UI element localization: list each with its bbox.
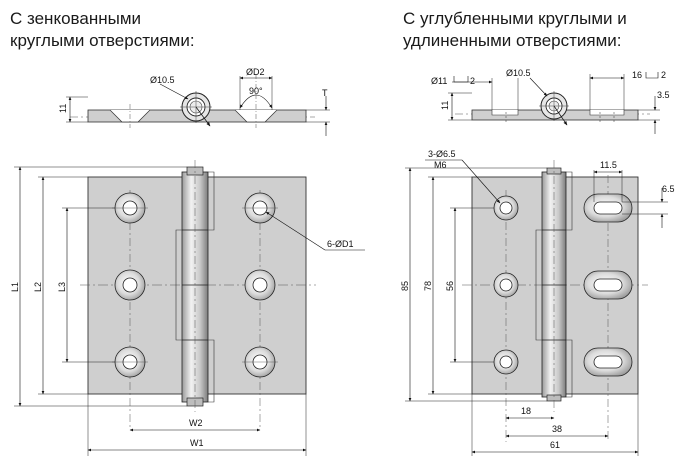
left-heading: С зенкованными круглыми отверстиями: [10, 8, 195, 52]
left-thickness-label: T [322, 88, 328, 98]
right-hole-3 [493, 349, 519, 375]
left-angle-label: 90° [249, 86, 263, 96]
left-front-view: 6-ØD1 L1 L2 L3 W2 W1 [10, 160, 365, 456]
right-front-view: 3-Ø6.5 M6 11.5 6.5 85 78 56 18 38 61 [400, 149, 675, 456]
right-thickness-label: 3.5 [657, 90, 670, 100]
right-heading-line1: С углубленными круглыми и [403, 9, 627, 28]
left-l1-label: L1 [10, 282, 20, 292]
right-height-label: 11 [440, 101, 450, 110]
left-w2-label: W2 [189, 418, 203, 428]
right-w61-label: 61 [550, 440, 560, 450]
right-holes-label: 3-Ø6.5 [428, 149, 456, 159]
right-slot-2 [583, 270, 633, 300]
right-slot-w-label: 6.5 [662, 184, 675, 194]
right-slot-cb-label: 16 [632, 70, 642, 80]
left-hole-5 [112, 346, 148, 378]
right-thread-label: M6 [434, 160, 447, 170]
right-slot-1 [583, 193, 633, 223]
right-hole-1 [493, 195, 519, 221]
right-h85-label: 85 [400, 281, 410, 291]
left-heading-line1: С зенкованными [10, 9, 142, 28]
left-hinge-knuckle [181, 171, 209, 403]
left-height-label: 11 [58, 104, 68, 113]
right-hole-2 [493, 272, 519, 298]
left-hole-1 [112, 192, 148, 224]
right-cb-dia-label: Ø11 [431, 76, 447, 86]
right-slot-depth-label: 2 [661, 70, 666, 80]
right-w18-label: 18 [521, 406, 531, 416]
left-hole-6 [242, 346, 278, 378]
right-h78-label: 78 [423, 281, 433, 291]
left-heading-line2: круглыми отверстиями: [10, 31, 195, 50]
right-w38-label: 38 [552, 424, 562, 434]
right-slot-3 [583, 347, 633, 377]
right-h56-label: 56 [445, 281, 455, 291]
left-l3-label: L3 [57, 282, 67, 292]
right-pin-dia-label: Ø10.5 [506, 68, 531, 78]
left-hole-2 [242, 192, 278, 224]
left-w1-label: W1 [190, 438, 204, 448]
left-pin-dia-label: Ø10.5 [150, 75, 175, 85]
right-cb-depth-label: 2 [470, 76, 475, 86]
left-holes-label: 6-ØD1 [327, 239, 354, 249]
right-slot-len-label: 11.5 [600, 160, 617, 170]
right-side-view: Ø10.5 Ø11 2 16 2 11 3.5 [431, 68, 670, 134]
left-cs-dia-label: ØD2 [246, 67, 265, 77]
left-hole-4 [244, 269, 276, 301]
left-hole-3 [114, 269, 146, 301]
left-l2-label: L2 [33, 282, 43, 292]
left-side-view: Ø10.5 ØD2 90° 11 T [58, 67, 330, 136]
right-heading-line2: удлиненными отверстиями: [403, 31, 622, 50]
right-heading: С углубленными круглыми и удлиненными от… [403, 8, 627, 52]
